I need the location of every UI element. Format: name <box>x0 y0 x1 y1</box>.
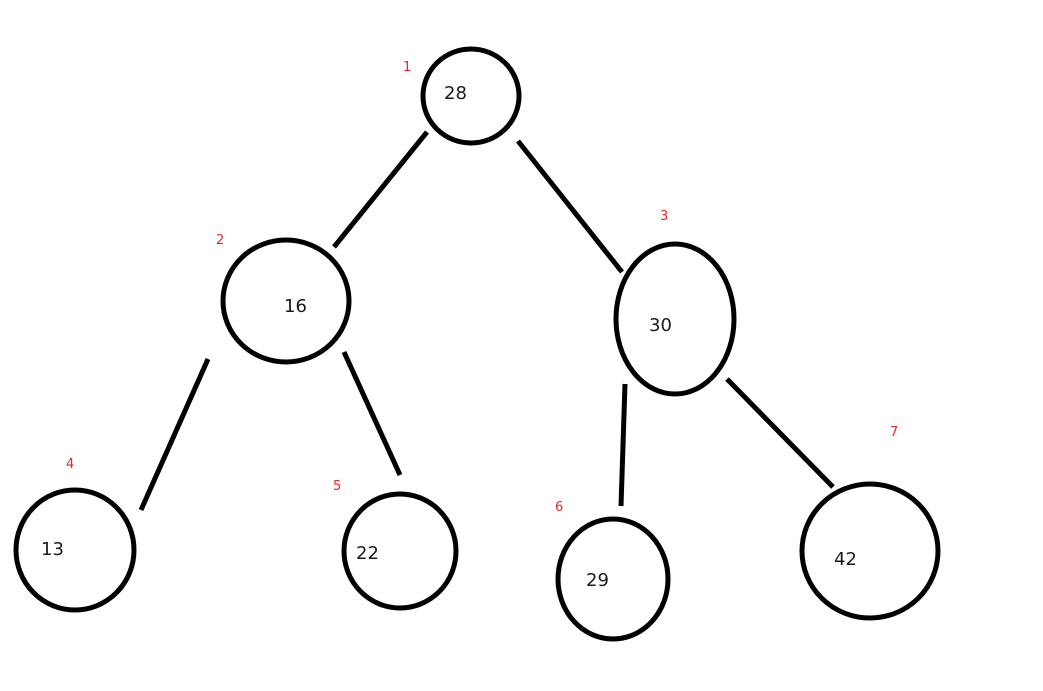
tree-node: 28 1 <box>403 46 522 146</box>
node-circle <box>13 487 137 613</box>
node-value: 16 <box>284 296 307 317</box>
tree-node: 30 3 <box>613 209 737 397</box>
node-index-label: 4 <box>66 457 74 472</box>
node-value: 22 <box>356 543 379 564</box>
node-index-label: 3 <box>660 209 668 224</box>
edge-3-6 <box>618 383 628 507</box>
node-circle <box>555 516 671 642</box>
node-circle <box>613 241 737 397</box>
node-value: 42 <box>834 549 857 570</box>
edge-2-4 <box>138 357 211 512</box>
node-index-label: 7 <box>890 425 898 440</box>
node-index-label: 2 <box>216 233 224 248</box>
tree-node: 29 6 <box>555 500 671 642</box>
node-circle <box>799 481 941 621</box>
edge-1-3 <box>516 139 624 274</box>
node-value: 30 <box>649 315 672 336</box>
tree-node: 22 5 <box>333 479 459 611</box>
node-index-label: 6 <box>555 500 563 515</box>
edge-2-5 <box>341 350 403 477</box>
node-index-label: 5 <box>333 479 341 494</box>
edge-1-2 <box>332 130 429 249</box>
tree-node: 42 7 <box>799 425 941 621</box>
node-circle <box>420 46 522 146</box>
node-value: 28 <box>444 83 467 104</box>
tree-node: 16 2 <box>216 233 352 365</box>
node-value: 13 <box>41 539 64 560</box>
node-index-label: 1 <box>403 60 411 75</box>
tree-node: 13 4 <box>13 457 137 613</box>
node-circle <box>341 491 459 611</box>
edge-3-7 <box>725 377 835 489</box>
node-circle <box>220 237 352 365</box>
node-value: 29 <box>586 570 609 591</box>
